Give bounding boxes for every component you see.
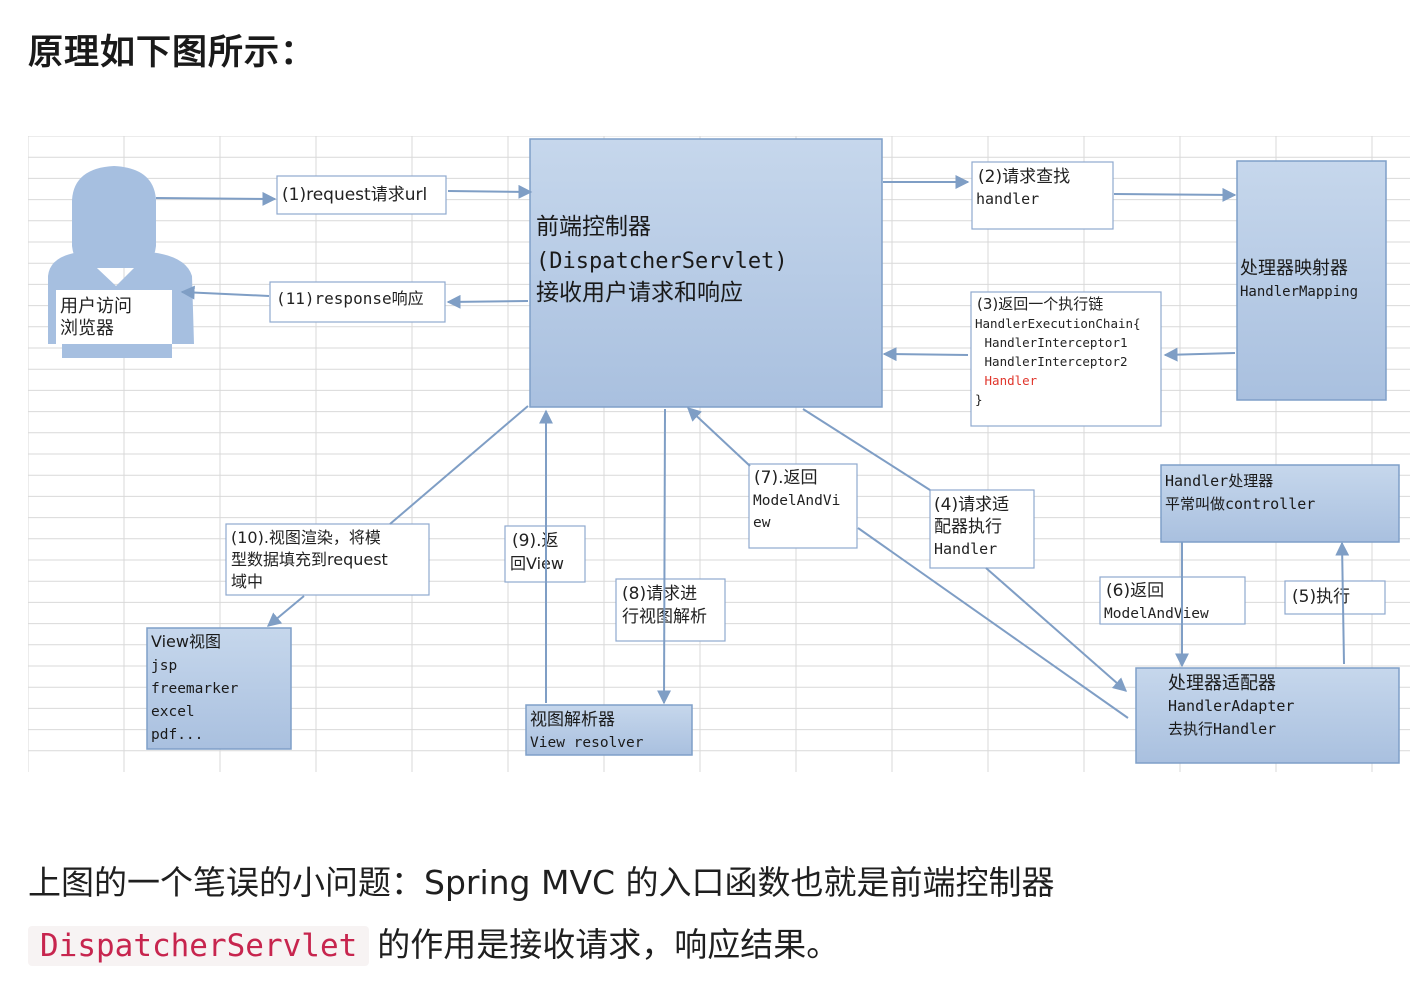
browser-label-line1: 用户访问	[60, 296, 132, 317]
step7-box: (7).返回 ModelAndVi ew	[748, 463, 858, 549]
svg-text:HandlerAdapter: HandlerAdapter	[1168, 697, 1294, 715]
svg-text:jsp: jsp	[151, 658, 177, 674]
svg-text:ModelAndView: ModelAndView	[1104, 606, 1209, 622]
svg-text:平常叫做controller: 平常叫做controller	[1165, 495, 1315, 513]
svg-text:Handler: Handler	[934, 540, 997, 558]
svg-text:Handler处理器: Handler处理器	[1165, 472, 1273, 490]
spring-mvc-diagram: 用户访问 浏览器 前端控制器 (DispatcherServlet) 接收用户请…	[28, 136, 1410, 772]
svg-text:ew: ew	[753, 515, 771, 531]
svg-text:(10).视图渲染，将模: (10).视图渲染，将模	[231, 528, 381, 547]
svg-text:配器执行: 配器执行	[934, 517, 1002, 537]
step5-box: (5)执行	[1284, 580, 1386, 615]
step8-box: (8)请求进 行视图解析	[615, 578, 726, 642]
svg-text:Handler: Handler	[977, 373, 1038, 388]
svg-text:型数据填充到request: 型数据填充到request	[231, 550, 388, 569]
svg-text:处理器映射器: 处理器映射器	[1240, 258, 1348, 279]
dispatcher-servlet-box: 前端控制器 (DispatcherServlet) 接收用户请求和响应	[529, 138, 883, 408]
svg-text:域中: 域中	[231, 572, 263, 591]
svg-text:处理器适配器: 处理器适配器	[1168, 673, 1276, 694]
svg-text:(8)请求进: (8)请求进	[622, 584, 697, 604]
flow-arrows	[155, 175, 1350, 719]
svg-text:View视图: View视图	[151, 632, 221, 651]
svg-text:(3)返回一个执行链: (3)返回一个执行链	[977, 295, 1103, 313]
svg-text:HandlerMapping: HandlerMapping	[1240, 284, 1358, 300]
view-resolver-box: 视图解析器 View resolver	[525, 704, 693, 756]
svg-text:(1)request请求url: (1)request请求url	[282, 185, 427, 205]
svg-text:(6)返回: (6)返回	[1106, 581, 1164, 601]
svg-text:ModelAndVi: ModelAndVi	[753, 493, 840, 509]
note-paragraph-text: 的作用是接收请求，响应结果。	[377, 925, 840, 964]
svg-text:handler: handler	[976, 190, 1039, 208]
step10-box: (10).视图渲染，将模 型数据填充到request 域中	[225, 523, 430, 596]
svg-text:(7).返回: (7).返回	[754, 468, 817, 488]
svg-text:HandlerExecutionChain{: HandlerExecutionChain{	[975, 316, 1141, 331]
svg-text:(4)请求适: (4)请求适	[934, 495, 1009, 515]
request-label-box: (1)request请求url	[276, 175, 447, 215]
svg-text:(11)response响应: (11)response响应	[276, 289, 424, 308]
browser-label-line2: 浏览器	[60, 318, 114, 339]
step6-box: (6)返回 ModelAndView	[1099, 576, 1246, 625]
step3-box: (3)返回一个执行链 HandlerExecutionChain{ Handle…	[970, 291, 1162, 427]
svg-text:HandlerInterceptor1: HandlerInterceptor1	[977, 335, 1128, 350]
svg-text:(9).返: (9).返	[512, 531, 558, 551]
svg-text:}: }	[975, 392, 983, 407]
step2-box: (2)请求查找 handler	[971, 161, 1114, 230]
svg-text:HandlerInterceptor2: HandlerInterceptor2	[977, 354, 1128, 369]
svg-text:去执行Handler: 去执行Handler	[1168, 720, 1276, 738]
handler-controller-box: Handler处理器 平常叫做controller	[1160, 464, 1400, 543]
svg-text:(5)执行: (5)执行	[1292, 587, 1350, 607]
page-heading: 原理如下图所示：	[28, 33, 317, 73]
handler-adapter-box: 处理器适配器 HandlerAdapter 去执行Handler	[1135, 667, 1400, 764]
svg-text:excel: excel	[151, 704, 195, 720]
dispatcher-line1: 前端控制器	[536, 214, 651, 240]
step4-box: (4)请求适 配器执行 Handler	[929, 489, 1035, 569]
svg-text:View resolver: View resolver	[530, 735, 644, 751]
handler-mapping-box: 处理器映射器 HandlerMapping	[1236, 160, 1387, 401]
view-box: View视图 jsp freemarker excel pdf...	[146, 627, 292, 750]
svg-text:视图解析器: 视图解析器	[530, 710, 615, 730]
svg-text:(2)请求查找: (2)请求查找	[978, 167, 1070, 187]
dispatcher-line2: (DispatcherServlet)	[536, 249, 788, 274]
svg-text:freemarker: freemarker	[151, 681, 239, 697]
user-browser-icon: 用户访问 浏览器	[48, 166, 194, 358]
note-paragraph-line1: 上图的一个笔误的小问题：Spring MVC 的入口函数也就是前端控制器	[28, 863, 1055, 902]
dispatcher-line3: 接收用户请求和响应	[536, 280, 743, 306]
response-label-box: (11)response响应	[269, 281, 446, 323]
svg-text:pdf...: pdf...	[151, 727, 203, 743]
svg-text:回View: 回View	[510, 554, 564, 573]
inline-code-dispatcher: DispatcherServlet	[28, 926, 370, 966]
